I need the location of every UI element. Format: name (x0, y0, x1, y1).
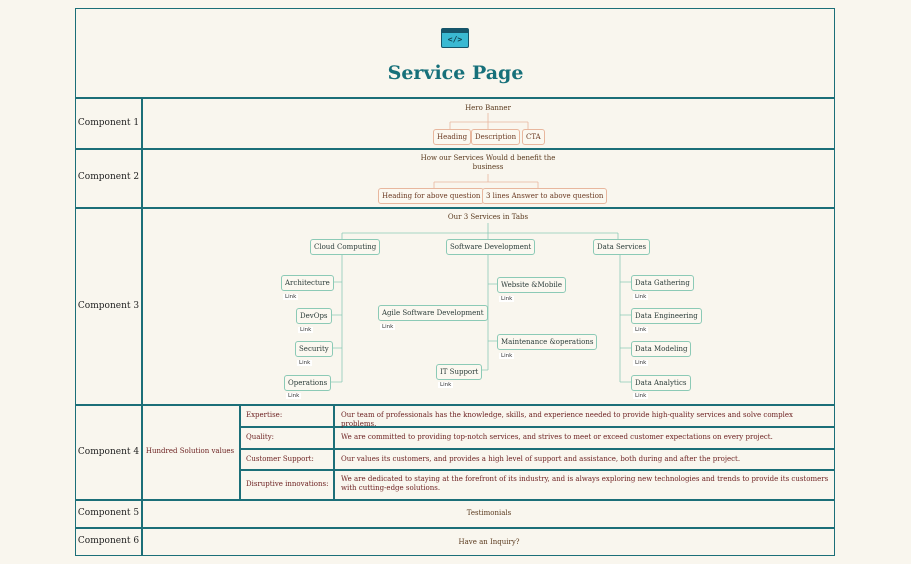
item-maintenance: Maintenance &operations (497, 334, 598, 350)
row-label-3: Component 3 (77, 301, 140, 311)
item-link[interactable]: Link (297, 360, 313, 366)
value-key-expertise: Expertise: (246, 411, 283, 419)
item-link[interactable]: Link (633, 393, 649, 399)
benefit-child-heading: Heading for above question (378, 188, 485, 204)
item-it-support: IT Support (436, 364, 483, 380)
value-text-innovations: We are dedicated to staying at the foref… (341, 475, 829, 492)
value-key-innovations: Disruptive innovations: (246, 480, 329, 488)
item-link[interactable]: Link (438, 382, 454, 388)
value-divider (239, 448, 835, 450)
services-tabs-node: Our 3 Services in Tabs (447, 213, 529, 221)
hero-child-cta: CTA (522, 129, 545, 145)
item-architecture: Architecture (281, 275, 334, 291)
inquiry-text: Have an Inquiry? (458, 538, 520, 546)
code-window-icon: </> (441, 28, 469, 48)
value-key-quality: Quality: (246, 433, 275, 441)
branch-data-services: Data Services (593, 239, 651, 255)
hero-child-heading: Heading (433, 129, 472, 145)
item-link[interactable]: Link (380, 324, 396, 330)
item-link[interactable]: Link (283, 294, 299, 300)
page-title: Service Page (387, 62, 524, 84)
row-label-2: Component 2 (77, 172, 140, 182)
value-column-divider (239, 404, 241, 499)
value-key-support: Customer Support: (246, 455, 314, 463)
row-divider (75, 148, 835, 150)
label-column-divider (141, 97, 143, 556)
item-link[interactable]: Link (633, 360, 649, 366)
row-divider (75, 404, 835, 406)
value-text-quality: We are committed to providing top-notch … (341, 433, 773, 441)
item-data-modeling: Data Modeling (631, 341, 692, 357)
row-divider (75, 207, 835, 209)
hero-banner-node: Hero Banner (465, 104, 511, 112)
value-divider (239, 469, 835, 471)
row-label-1: Component 1 (77, 118, 140, 128)
item-data-analytics: Data Analytics (631, 375, 691, 391)
item-link[interactable]: Link (633, 294, 649, 300)
row-label-5: Component 5 (77, 508, 140, 518)
value-divider (239, 426, 835, 428)
benefit-child-answer: 3 lines Answer to above question (482, 188, 608, 204)
value-text-support: Our values its customers, and provides a… (341, 455, 741, 463)
row-label-6: Component 6 (77, 536, 140, 546)
page-frame (75, 8, 835, 556)
row-divider (75, 527, 835, 529)
row-divider (75, 499, 835, 501)
hero-child-description: Description (471, 129, 521, 145)
branch-cloud-computing: Cloud Computing (310, 239, 381, 255)
item-link[interactable]: Link (633, 327, 649, 333)
item-link[interactable]: Link (298, 327, 314, 333)
item-devops: DevOps (296, 308, 332, 324)
item-link[interactable]: Link (499, 353, 515, 359)
item-link[interactable]: Link (499, 296, 515, 302)
item-website-mobile: Website &Mobile (497, 277, 566, 293)
branch-software-development: Software Development (446, 239, 536, 255)
row-divider (75, 97, 835, 99)
item-security: Security (295, 341, 333, 357)
values-group-label: Hundred Solution values (145, 447, 235, 455)
value-text-expertise: Our team of professionals has the knowle… (341, 411, 793, 428)
item-operations: Operations (284, 375, 332, 391)
item-agile-development: Agile Software Development (378, 305, 488, 321)
item-data-gathering: Data Gathering (631, 275, 694, 291)
testimonials-text: Testimonials (466, 509, 512, 517)
item-data-engineering: Data Engineering (631, 308, 702, 324)
row-label-4: Component 4 (77, 447, 140, 457)
value-column-divider (333, 404, 335, 499)
item-link[interactable]: Link (286, 393, 302, 399)
